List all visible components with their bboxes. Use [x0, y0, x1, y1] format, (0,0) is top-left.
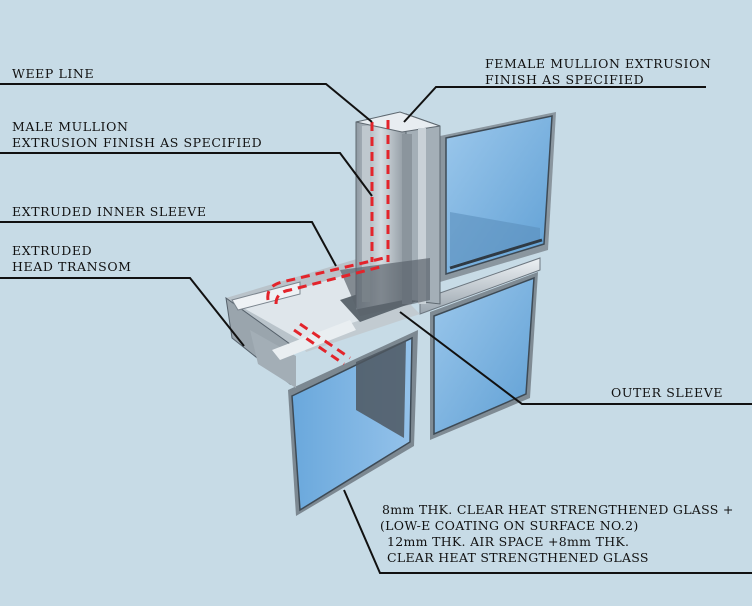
leader-lines — [0, 83, 752, 574]
leader-glass — [343, 489, 752, 574]
label-glass-spec-line1: 8mm THK. CLEAR HEAT STRENGTHENED GLASS + — [382, 502, 734, 517]
label-glass-spec-line3: 12mm THK. AIR SPACE +8mm THK. — [387, 534, 630, 549]
label-glass-spec-line2: (LOW-E COATING ON SURFACE NO.2) — [380, 518, 639, 533]
label-head-transom-line2: HEAD TRANSOM — [12, 259, 132, 274]
leader-inner-sleeve — [0, 221, 337, 267]
lower-left-glass — [288, 330, 418, 516]
horizontal-mullion — [419, 257, 541, 315]
leader-female-mullion — [403, 86, 706, 123]
label-male-mullion-line2: EXTRUSION FINISH AS SPECIFIED — [12, 135, 263, 150]
label-head-transom-line1: EXTRUDED — [12, 243, 93, 258]
label-female-mullion-line1: FEMALE MULLION EXTRUSION — [485, 56, 712, 71]
label-weep-line: WEEP LINE — [12, 66, 95, 81]
label-male-mullion-line1: MALE MULLION — [12, 119, 129, 134]
label-female-mullion-line2: FINISH AS SPECIFIED — [485, 72, 645, 87]
leader-outer-sleeve — [399, 311, 752, 405]
upper-right-glass — [440, 112, 556, 282]
label-glass-spec-line4: CLEAR HEAT STRENGTHENED GLASS — [387, 550, 649, 565]
vertical-mullion — [340, 111, 441, 316]
leader-male-mullion — [0, 152, 373, 197]
weep-line-dashes — [266, 120, 390, 366]
leader-weep-line — [0, 83, 373, 123]
label-outer-sleeve: OUTER SLEEVE — [611, 385, 724, 400]
label-inner-sleeve: EXTRUDED INNER SLEEVE — [12, 204, 207, 219]
leader-head-transom — [0, 277, 245, 347]
